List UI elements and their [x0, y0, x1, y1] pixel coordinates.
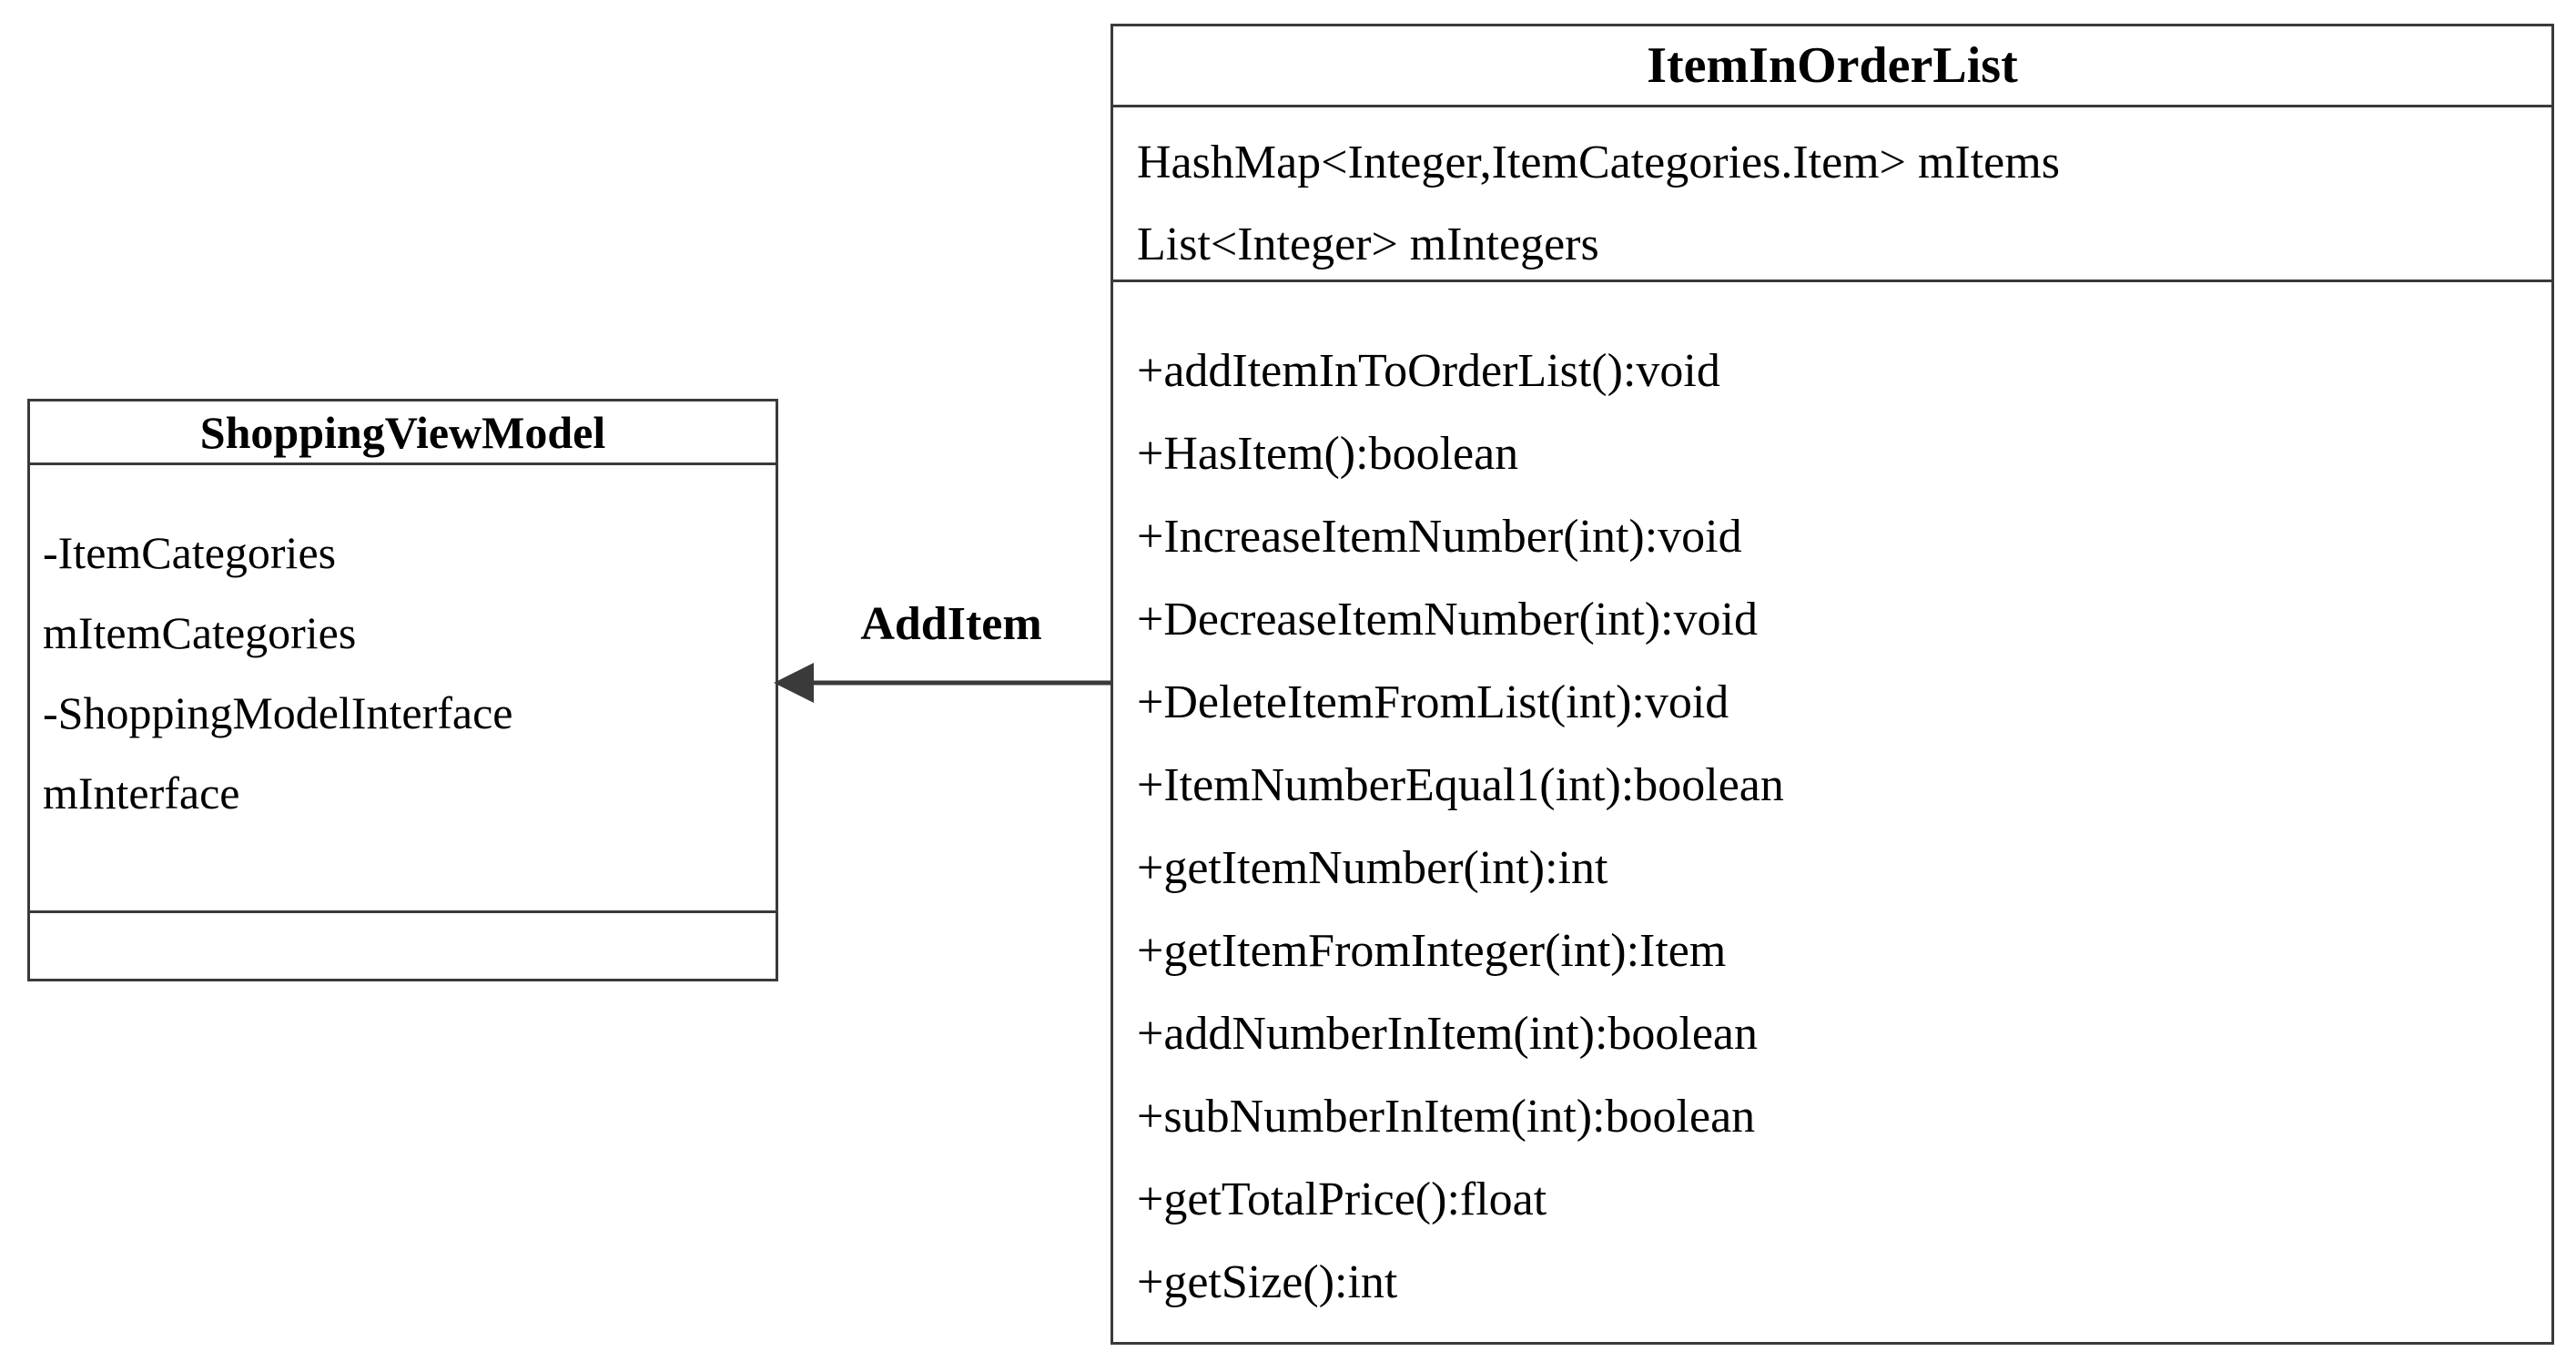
method-line: +addItemInToOrderList():void	[1137, 345, 1720, 397]
method-line: +getTotalPrice():float	[1137, 1174, 1547, 1225]
arrowhead-triangle-icon	[774, 663, 814, 703]
attribute-line: HashMap<Integer,ItemCategories.Item> mIt…	[1137, 137, 2060, 188]
class-attributes-item-in-order-list: HashMap<Integer,ItemCategories.Item> mIt…	[1113, 107, 2551, 282]
method-line: +HasItem():boolean	[1137, 428, 1519, 480]
method-line: +subNumberInItem(int):boolean	[1137, 1091, 1756, 1143]
method-line: +DeleteItemFromList(int):void	[1137, 676, 1729, 728]
class-methods-item-in-order-list: +addItemInToOrderList():void +HasItem():…	[1113, 282, 2551, 1342]
attribute-line: mInterface	[43, 767, 240, 818]
attribute-line: -ShoppingModelInterface	[43, 687, 513, 738]
attribute-line: List<Integer> mIntegers	[1137, 219, 1599, 270]
class-box-item-in-order-list[interactable]: ItemInOrderList HashMap<Integer,ItemCate…	[1111, 24, 2554, 1345]
association-arrow-line	[774, 663, 1116, 703]
class-title-shopping-view-model: ShoppingViewModel	[30, 401, 776, 465]
method-line: +ItemNumberEqual1(int):boolean	[1137, 759, 1784, 811]
association-label-add-item: AddItem	[860, 598, 1042, 650]
method-line: +getItemNumber(int):int	[1137, 842, 1608, 894]
method-line: +addNumberInItem(int):boolean	[1137, 1008, 1758, 1060]
attribute-line: -ItemCategories	[43, 527, 337, 578]
method-line: +getSize():int	[1137, 1256, 1398, 1308]
attribute-line: mItemCategories	[43, 607, 357, 658]
class-title-item-in-order-list: ItemInOrderList	[1113, 26, 2551, 107]
class-attributes-shopping-view-model: -ItemCategories mItemCategories -Shoppin…	[30, 465, 776, 913]
class-methods-shopping-view-model	[30, 913, 776, 979]
method-line: +IncreaseItemNumber(int):void	[1137, 511, 1742, 563]
association-add-item[interactable]	[772, 583, 1118, 710]
method-line: +DecreaseItemNumber(int):void	[1137, 594, 1758, 645]
method-line: +getItemFromInteger(int):Item	[1137, 925, 1727, 977]
class-box-shopping-view-model[interactable]: ShoppingViewModel -ItemCategories mItemC…	[27, 399, 778, 981]
